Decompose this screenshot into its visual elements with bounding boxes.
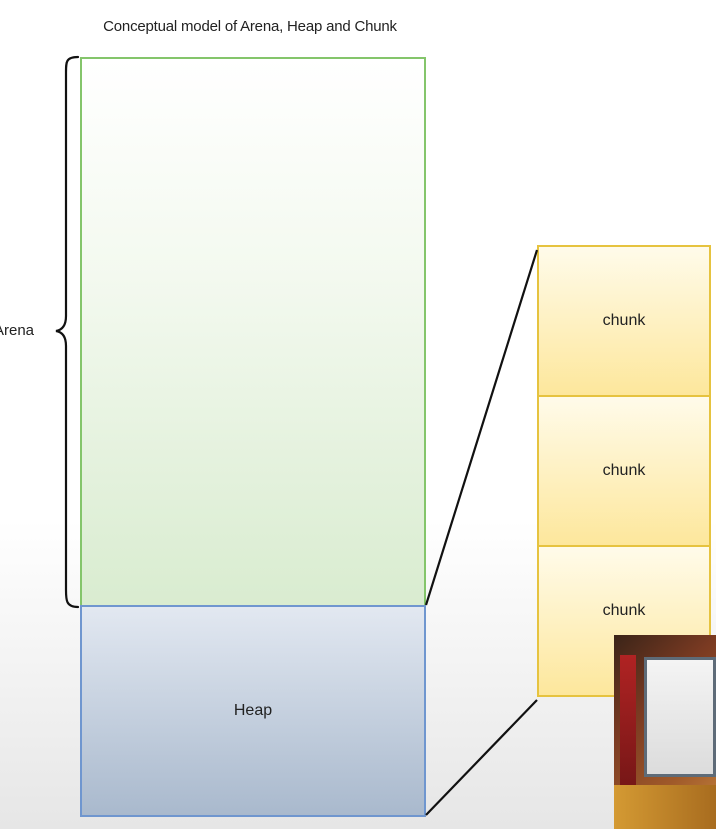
connector-line-bottom [426, 700, 537, 815]
chunk-label-1: chunk [603, 312, 646, 330]
chunk-box-1: chunk [537, 245, 711, 397]
chunk-column: chunk chunk chunk [537, 245, 711, 697]
video-overlay-thumbnail [614, 635, 716, 829]
heap-label: Heap [234, 702, 272, 720]
chunk-label-3: chunk [603, 602, 646, 620]
heap-box: Heap [80, 605, 426, 817]
connector-line-top [426, 250, 537, 605]
chunk-box-2: chunk [537, 395, 711, 547]
diagram-title: Conceptual model of Arena, Heap and Chun… [0, 18, 500, 35]
chunk-label-2: chunk [603, 462, 646, 480]
overlay-screen [644, 657, 716, 777]
curly-brace-icon [56, 57, 78, 607]
arena-label: Arena [0, 322, 34, 339]
arena-box [80, 57, 426, 607]
overlay-floor [614, 785, 716, 829]
